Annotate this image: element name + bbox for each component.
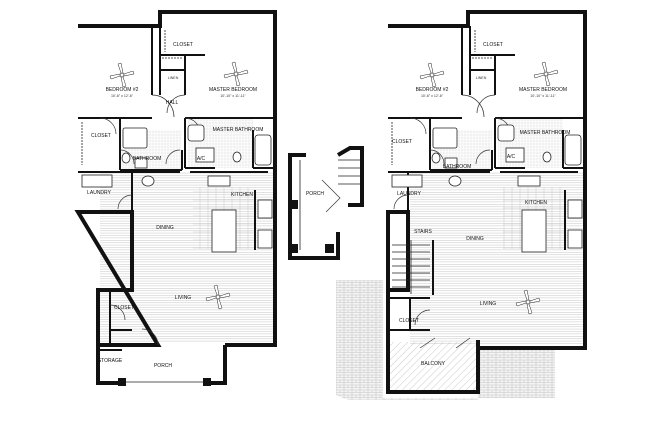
right-paver-area <box>336 280 555 400</box>
right-label-master-bathroom: MASTER BATHROOM <box>520 130 571 136</box>
left-label-porch: PORCH <box>154 363 172 369</box>
left-toilet <box>121 152 131 164</box>
left-bathtub <box>122 127 148 149</box>
middle-porch-wall <box>288 146 364 260</box>
left-shower <box>187 124 205 142</box>
right-master-toilet <box>542 151 552 163</box>
right-label-dining: DINING <box>466 236 484 242</box>
left-label-storage: STORAGE <box>98 358 123 364</box>
right-toilet <box>431 152 441 164</box>
left-bedroom2-fan-icon <box>109 62 135 88</box>
left-porch-column <box>203 378 211 386</box>
right-bedroom2-fan-icon <box>419 62 445 88</box>
right-stairs <box>392 240 430 294</box>
middle-porch-door <box>321 179 341 213</box>
left-master-toilet <box>232 151 242 163</box>
right-closet-rods <box>391 30 493 165</box>
right-label-master-bedroom: MASTER BEDROOM <box>519 87 567 93</box>
left-label-closet-top: CLOSET <box>173 42 193 48</box>
left-label-master-bathroom: MASTER BATHROOM <box>213 127 264 133</box>
left-kitchen-island <box>211 209 237 253</box>
left-ac-unit <box>195 147 215 163</box>
right-label-bedroom2: BEDROOM #2 <box>416 87 449 93</box>
right-laundry-sink <box>448 175 462 187</box>
right-label-closet-entry: CLOSET <box>399 318 419 324</box>
left-closet-rods <box>81 30 183 165</box>
left-label-bedroom2: BEDROOM #2 <box>106 87 139 93</box>
right-shower <box>497 124 515 142</box>
right-label-ac: A/C <box>507 154 516 160</box>
right-label-kitchen: KITCHEN <box>525 200 547 206</box>
left-kitchen-sink <box>207 175 231 187</box>
left-label-bedroom2-dim: 10'-6" x 12'-6" <box>111 94 134 98</box>
right-label-bathroom: BATHROOM <box>443 164 472 170</box>
right-bathtub <box>432 127 458 149</box>
right-kitchen-island <box>521 209 547 253</box>
left-washer-dryer <box>81 174 113 188</box>
right-label-bedroom2-dim: 10'-6" x 12'-6" <box>421 94 444 98</box>
left-range <box>257 199 273 219</box>
left-label-closet-entry: CLOSET <box>114 305 134 311</box>
left-doors <box>99 94 201 346</box>
right-label-closet-left: CLOSET <box>392 139 412 145</box>
left-floor-plan: CLOSET LINEN BEDROOM #2 10'-6" x 12'-6" … <box>74 10 277 386</box>
middle-porch-column <box>289 244 298 253</box>
left-label-ac: A/C <box>197 156 206 162</box>
left-porch-column <box>118 378 126 386</box>
right-exterior-wall <box>386 10 587 350</box>
left-master-fan-icon <box>223 61 249 87</box>
right-balcony-wall <box>386 340 480 394</box>
left-label-master-bedroom-dim: 10'-10" x 11'-11" <box>220 94 246 98</box>
right-label-closet-top: CLOSET <box>483 42 503 48</box>
left-label-dining: DINING <box>156 225 174 231</box>
right-interior-walls <box>388 26 585 331</box>
right-balcony-floor <box>390 342 476 392</box>
middle-porch-detail: PORCH <box>288 146 364 260</box>
left-interior-walls <box>78 26 275 351</box>
right-ac-unit <box>505 147 525 163</box>
middle-porch-column <box>325 244 334 253</box>
right-doors <box>393 94 511 349</box>
left-label-hall: HALL <box>166 100 179 106</box>
right-label-living: LIVING <box>480 301 497 307</box>
right-vanity <box>444 157 458 169</box>
left-master-tub <box>254 134 272 166</box>
right-label-laundry: LAUNDRY <box>397 191 421 197</box>
left-vanity <box>134 157 148 169</box>
right-label-balcony: BALCONY <box>421 361 446 367</box>
right-washer-dryer <box>391 174 423 188</box>
middle-porch-column <box>289 200 298 209</box>
right-floor-plan: CLOSET LINEN BEDROOM #2 10'-6" x 12'-6" … <box>336 10 587 400</box>
right-master-fan-icon <box>533 61 559 87</box>
right-label-linen: LINEN <box>476 76 487 80</box>
left-porch-wall <box>96 345 227 385</box>
right-master-tub <box>564 134 582 166</box>
right-label-stairs: STAIRS <box>414 229 432 235</box>
left-label-closet-left: CLOSET <box>91 133 111 139</box>
left-label-master-bedroom: MASTER BEDROOM <box>209 87 257 93</box>
left-label-laundry: LAUNDRY <box>87 190 111 196</box>
right-fridge <box>567 229 583 249</box>
left-label-living: LIVING <box>175 295 192 301</box>
left-fridge <box>257 229 273 249</box>
right-label-master-bedroom-dim: 10'-10" x 11'-11" <box>530 94 556 98</box>
right-kitchen-sink <box>517 175 541 187</box>
right-range <box>567 199 583 219</box>
left-label-kitchen: KITCHEN <box>231 192 253 198</box>
left-label-bathroom: BATHROOM <box>133 156 162 162</box>
left-laundry-sink <box>141 175 155 187</box>
middle-label-porch: PORCH <box>306 191 324 197</box>
left-label-linen: LINEN <box>168 76 179 80</box>
